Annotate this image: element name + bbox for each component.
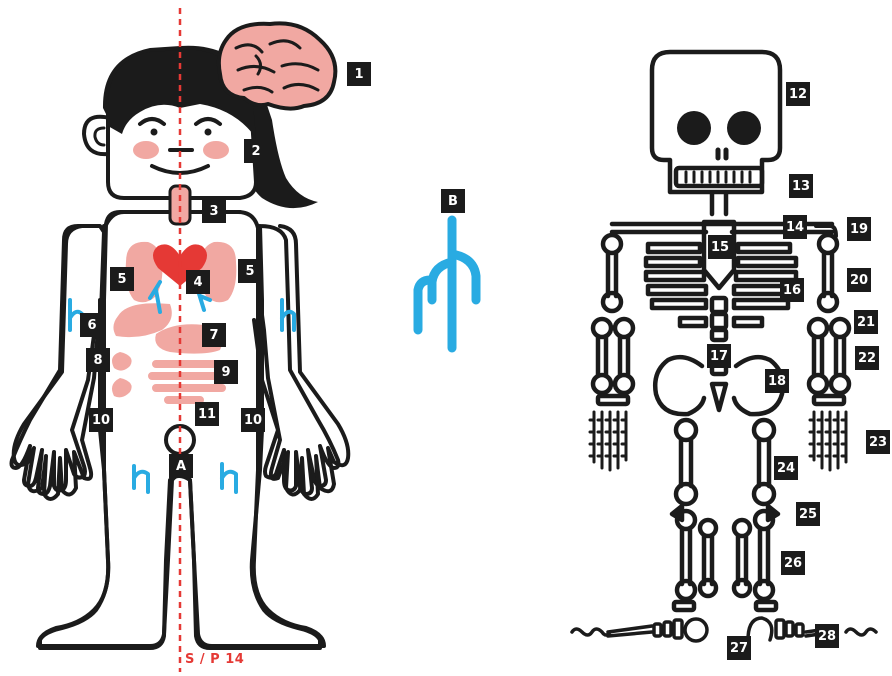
label-17-spine: 17: [707, 344, 731, 368]
label-a: A: [169, 454, 193, 478]
label-21-radius: 21: [854, 310, 878, 334]
label-28-toes: 28: [815, 624, 839, 648]
label-23-hand: 23: [866, 430, 890, 454]
label-12-skull: 12: [786, 82, 810, 106]
leg-bones: [672, 420, 778, 610]
brain: [219, 23, 336, 108]
label-13-jaw: 13: [789, 174, 813, 198]
label-11-bladder: 11: [195, 402, 219, 426]
pelvis-left: [655, 357, 704, 414]
label-10-right: 10: [241, 408, 265, 432]
blood-vessel-icon: [418, 220, 476, 348]
label-14-clavicle: 14: [783, 215, 807, 239]
hand-bones: [590, 412, 850, 470]
cheek-left: [133, 141, 159, 159]
nose-cavity: [718, 150, 726, 158]
arm-bones: [593, 235, 849, 404]
arm-right: [260, 226, 348, 499]
label-26-tibia: 26: [781, 551, 805, 575]
label-3-trachea: 3: [202, 199, 226, 223]
eye-right: [205, 129, 212, 136]
label-16-ribs: 16: [780, 278, 804, 302]
label-8-kidney: 8: [86, 348, 110, 372]
label-1-brain: 1: [347, 62, 371, 86]
label-27-heel: 27: [727, 636, 751, 660]
neck-vertebrae: [712, 194, 726, 214]
kidney: [112, 352, 132, 371]
label-10-left: 10: [89, 408, 113, 432]
kidney-2: [112, 378, 132, 397]
label-20-humerus: 20: [847, 268, 871, 292]
page-reference: S / P 14: [185, 652, 244, 667]
label-7-stomach: 7: [202, 323, 226, 347]
label-25-patella: 25: [796, 502, 820, 526]
eye-left: [151, 129, 158, 136]
cheek-right: [203, 141, 229, 159]
label-6: 6: [80, 313, 104, 337]
label-5-lung-right: 5: [238, 259, 262, 283]
label-22-ulna: 22: [855, 346, 879, 370]
label-4-heart: 4: [186, 270, 210, 294]
human-body-illustration: [12, 23, 349, 648]
label-2-face: 2: [244, 139, 268, 163]
label-18-pelvis: 18: [765, 369, 789, 393]
label-19-scapula: 19: [847, 217, 871, 241]
label-5-lung-left: 5: [110, 267, 134, 291]
label-15-sternum: 15: [708, 235, 732, 259]
label-b-vessel: B: [441, 189, 465, 213]
label-24-femur: 24: [774, 456, 798, 480]
eye-socket-left: [677, 111, 711, 145]
label-9-intestine: 9: [214, 360, 238, 384]
eye-socket-right: [727, 111, 761, 145]
